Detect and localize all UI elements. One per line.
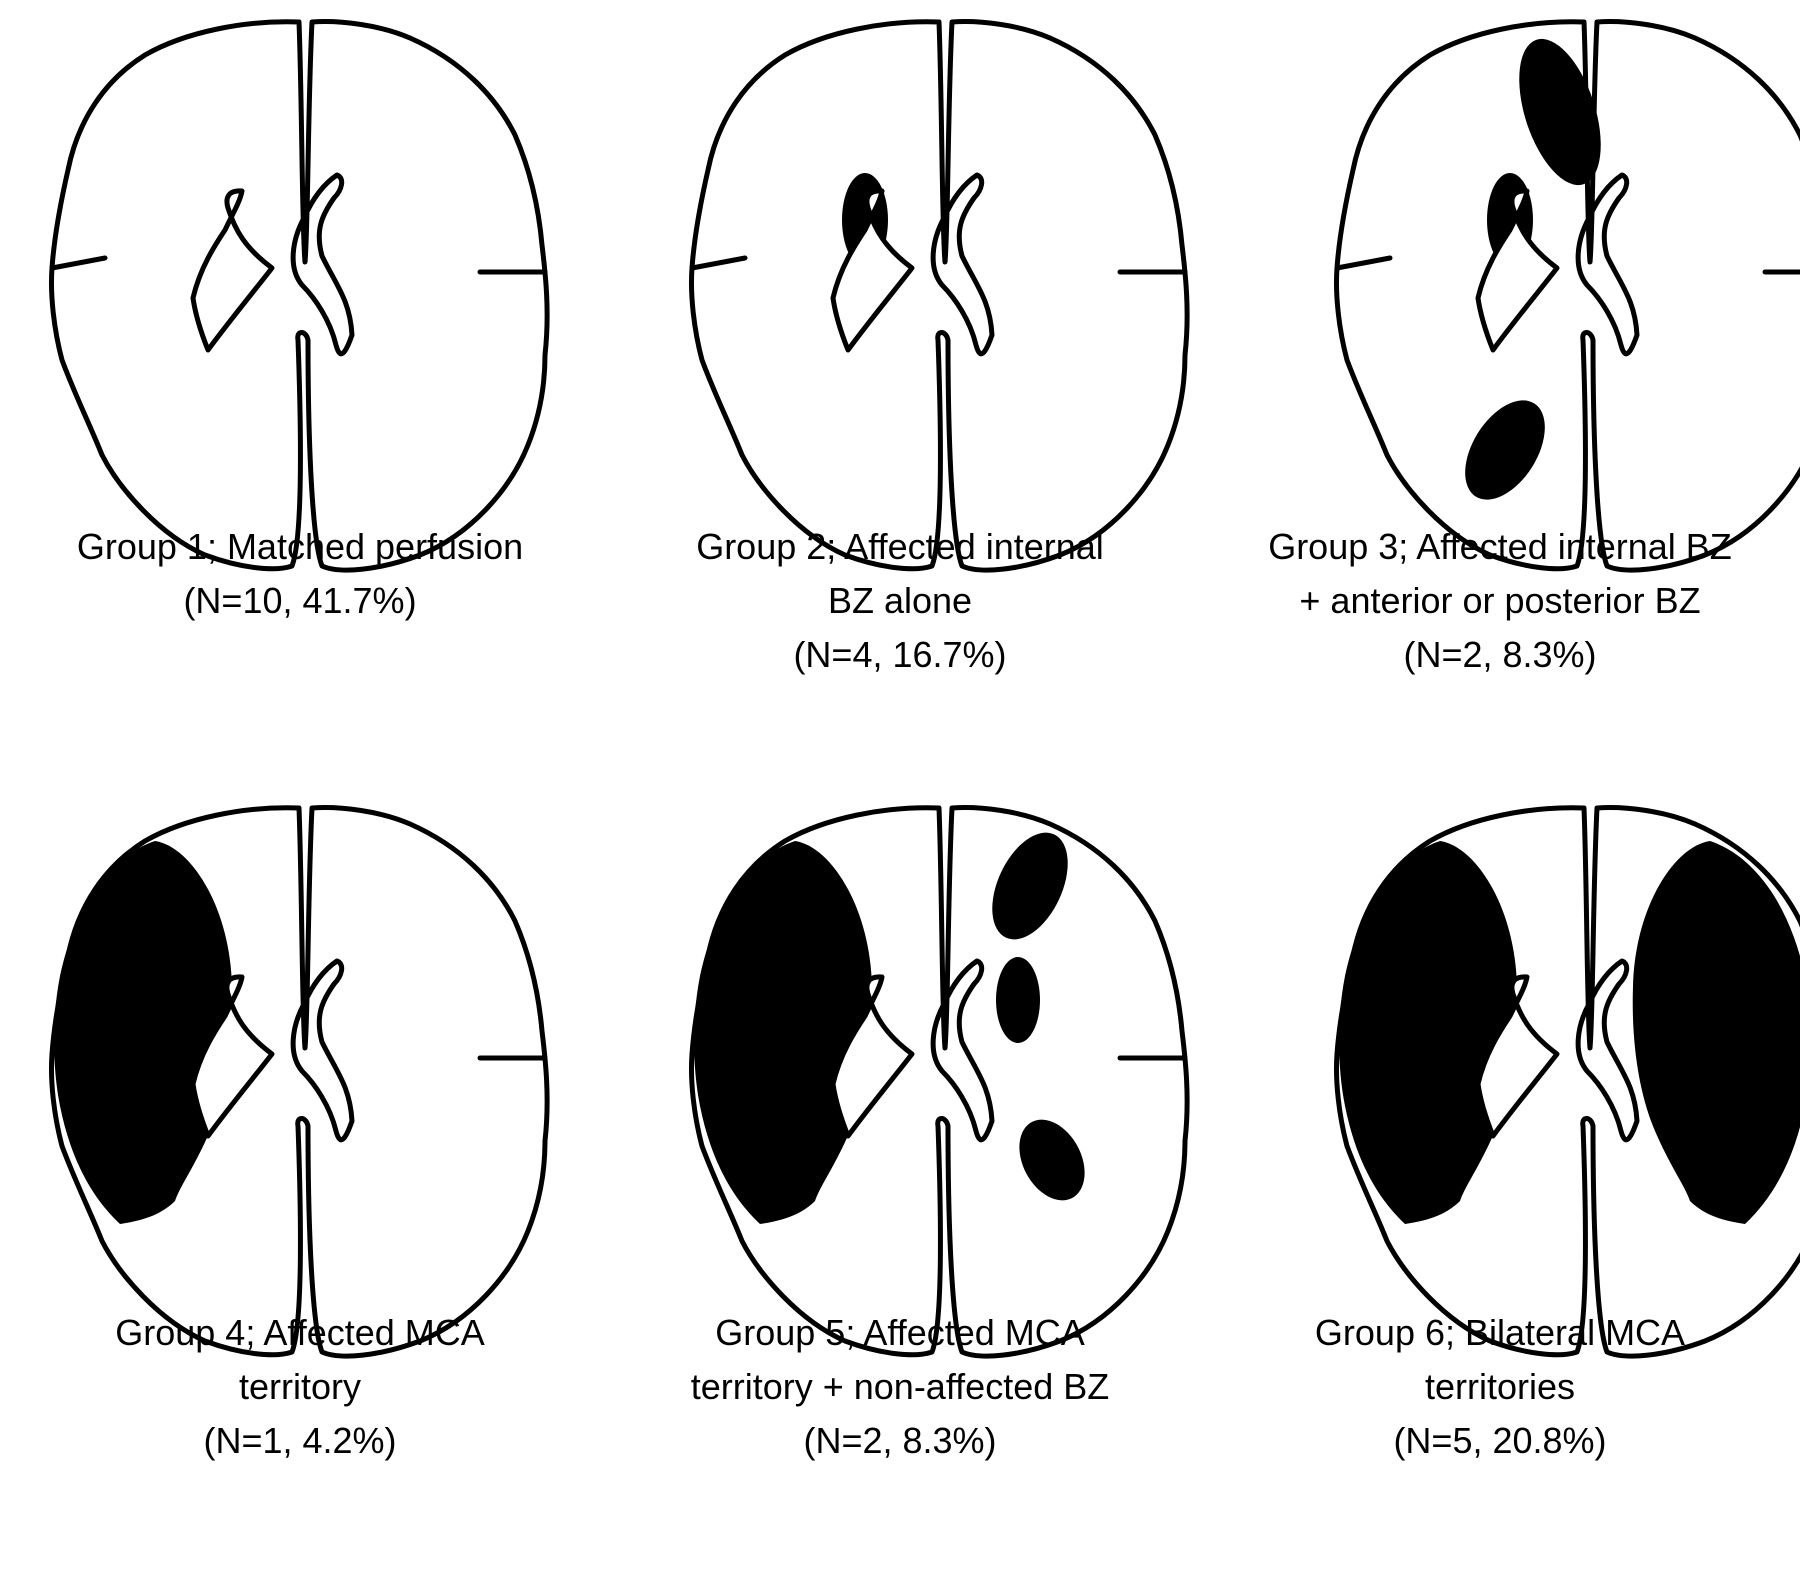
caption-line: Group 5; Affected MCA (715, 1312, 1085, 1353)
group-caption: Group 4; Affected MCA territory (N=1, 4.2%… (0, 1306, 600, 1468)
left-anterior-bz-lesion (1519, 38, 1601, 186)
group-6-panel: Group 6; Bilateral MCA territories (N=5, 2… (1200, 786, 1800, 1572)
caption-line: Group 2; Affected internal (696, 526, 1104, 567)
group-5-panel: Group 5; Affected MCA territory + non-aff… (600, 786, 1200, 1572)
left-ventricle (1475, 188, 1560, 353)
group-1-panel: Group 1; Matched perfusion (N=10, 41.7%) (0, 0, 600, 786)
caption-line: Group 4; Affected MCA (115, 1312, 485, 1353)
brain-diagram (689, 805, 1190, 1359)
caption-line: (N=2, 8.3%) (1403, 634, 1597, 675)
brain-outline (49, 805, 550, 1359)
caption-line: Group 3; Affected internal BZ (1268, 526, 1732, 567)
brain-diagram (1334, 19, 1800, 573)
caption-line: Group 6; Bilateral MCA (1314, 1312, 1686, 1353)
group-caption: Group 5; Affected MCA territory + non-aff… (600, 1306, 1200, 1468)
caption-line: territories (1424, 1366, 1576, 1407)
caption-line: territory (238, 1366, 361, 1407)
brain-outline (1334, 19, 1800, 573)
caption-line: (N=10, 41.7%) (183, 580, 417, 621)
caption-line: (N=4, 16.7%) (793, 634, 1007, 675)
left-sylvian-fissure (49, 255, 108, 271)
group-caption: Group 2; Affected internal BZ alone (N=4, … (600, 520, 1200, 682)
brain-diagram (49, 805, 550, 1359)
right-anterior-bz-lesion (992, 832, 1068, 940)
left-sylvian-fissure (49, 1041, 108, 1057)
brain-outline (1334, 805, 1800, 1359)
right-mca-lesion (1632, 841, 1800, 1224)
brain-diagram (1334, 805, 1800, 1359)
left-ventricle (190, 974, 275, 1139)
group-3-panel: Group 3; Affected internal BZ + anterior … (1200, 0, 1800, 786)
left-mca-lesion (54, 841, 233, 1224)
caption-line: Group 1; Matched perfusion (76, 526, 524, 567)
left-mca-lesion (1339, 841, 1518, 1224)
left-ventricle (830, 974, 915, 1139)
brain-outline (689, 19, 1190, 573)
left-ventricle (830, 188, 915, 353)
group-caption: Group 3; Affected internal BZ + anterior … (1200, 520, 1800, 682)
caption-line: BZ alone (827, 580, 973, 621)
brain-outline (49, 19, 550, 573)
left-sylvian-fissure (1334, 1041, 1393, 1057)
caption-line: (N=5, 20.8%) (1393, 1420, 1607, 1461)
caption-line: (N=1, 4.2%) (203, 1420, 397, 1461)
caption-line: territory + non-affected BZ (690, 1366, 1110, 1407)
right-posterior-bz-lesion (1019, 1119, 1085, 1201)
left-mca-lesion (694, 841, 873, 1224)
left-ventricle (190, 188, 275, 353)
left-sylvian-fissure (689, 1041, 748, 1057)
brain-outline (689, 805, 1190, 1359)
right-internal-bz-lesion (996, 957, 1040, 1043)
caption-line: + anterior or posterior BZ (1299, 580, 1701, 621)
group-2-panel: Group 2; Affected internal BZ alone (N=4, … (600, 0, 1200, 786)
caption-line: (N=2, 8.3%) (803, 1420, 997, 1461)
group-caption: Group 1; Matched perfusion (N=10, 41.7%) (0, 520, 600, 628)
left-sylvian-fissure (689, 255, 748, 271)
left-sylvian-fissure (1334, 255, 1393, 271)
group-4-panel: Group 4; Affected MCA territory (N=1, 4.2%… (0, 786, 600, 1572)
left-posterior-bz-lesion (1465, 400, 1545, 500)
brain-diagram (689, 19, 1190, 573)
group-caption: Group 6; Bilateral MCA territories (N=5, 2… (1200, 1306, 1800, 1468)
left-ventricle (1475, 974, 1560, 1139)
brain-diagram (49, 19, 550, 573)
